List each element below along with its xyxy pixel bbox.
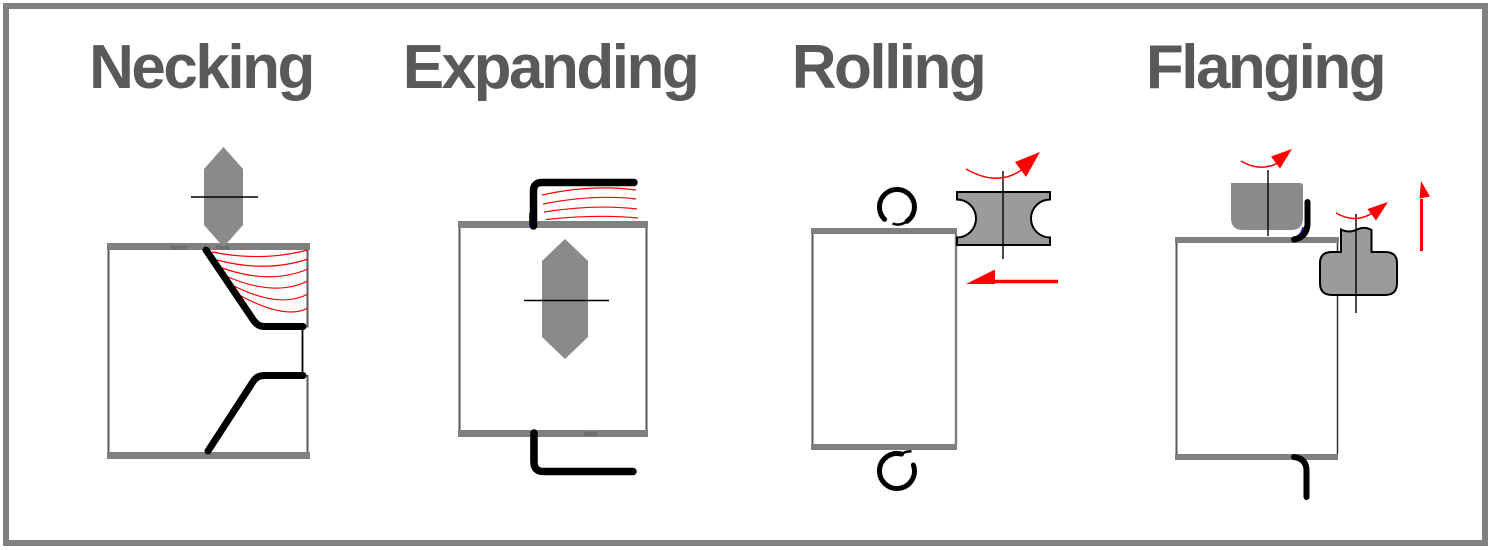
flow-lines-icon [541, 187, 639, 221]
expanding-mandrel-tool [542, 239, 588, 359]
expanding-diagram [458, 178, 648, 476]
feed-left-arrow-icon [966, 269, 1058, 284]
rotation-cw-arc-icon [1240, 149, 1292, 169]
flanging-diagram [1175, 149, 1430, 500]
rotation-cw-arc-icon [965, 152, 1040, 179]
panel-title-expanding: Expanding [402, 33, 700, 102]
necked-wall-upper-profile [202, 246, 307, 330]
rotation-ring-icon [876, 450, 917, 491]
necking-tube-bottom-edge [107, 452, 310, 459]
expanded-bottom-flange [530, 429, 637, 476]
feed-up-arrow-icon [1419, 181, 1430, 251]
flanging-side-roller-outline [1319, 229, 1398, 264]
rolling-tube-top-edge [811, 228, 957, 234]
expanding-tube-top-edge [458, 221, 648, 228]
necking-die-contact-mark [170, 245, 187, 250]
necking-die-contact-mark [216, 245, 229, 250]
flanging-tube-top-edge [1175, 237, 1339, 243]
rolling-diagram [811, 152, 1058, 491]
expanded-top-flange [529, 178, 638, 230]
necking-tube-top-edge [107, 243, 310, 250]
necked-wall-lower-profile [204, 372, 307, 455]
flow-lines-icon [211, 249, 309, 313]
formed-top-flange [1291, 199, 1311, 243]
flanging-tube-bottom-edge [1175, 454, 1338, 460]
expanding-tube-bottom-edge [458, 430, 648, 437]
rolling-tube-bottom-edge [811, 444, 957, 450]
panel-title-rolling: Rolling [791, 33, 987, 102]
rotation-ring-icon [876, 186, 917, 226]
panel-title-flanging: Flanging [1145, 33, 1387, 102]
expanding-die-contact-mark [584, 431, 597, 437]
panel-title-necking: Necking [89, 33, 315, 102]
formed-bottom-flange [1291, 454, 1310, 500]
flanging-top-roller-tool [1231, 183, 1303, 230]
rotation-cw-arc-icon [1335, 202, 1388, 221]
necking-diagram [107, 147, 310, 459]
